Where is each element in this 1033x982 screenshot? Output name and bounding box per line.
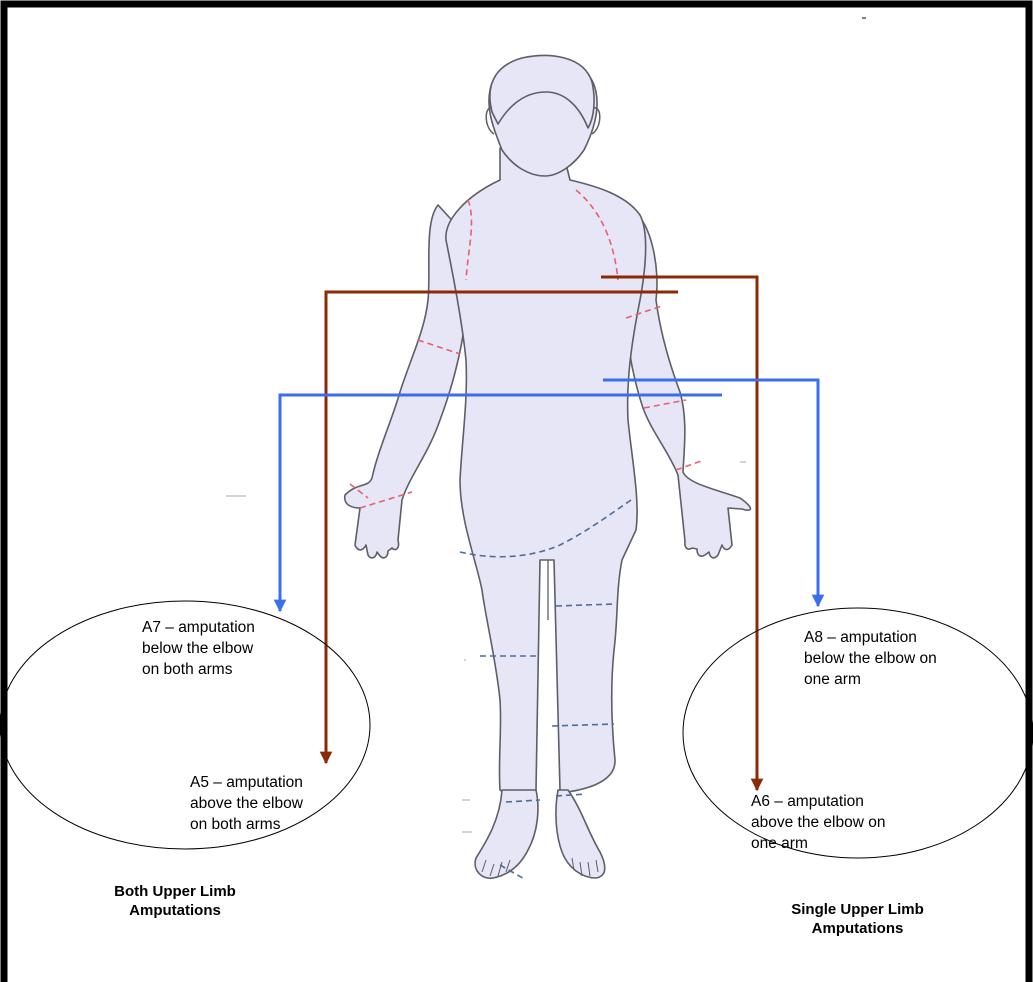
label-a6: A6 – amputation above the elbow on one a… — [751, 791, 885, 854]
single-upper-limb-title: Single Upper Limb Amputations — [765, 900, 950, 938]
label-a5: A5 – amputation above the elbow on both … — [190, 772, 303, 835]
human-body-figure — [226, 56, 750, 880]
label-a7: A7 – amputation below the elbow on both … — [142, 617, 255, 680]
label-a8: A8 – amputation below the elbow on one a… — [804, 627, 937, 690]
torso-and-legs — [446, 148, 646, 794]
both-upper-limb-title: Both Upper Limb Amputations — [90, 882, 260, 920]
